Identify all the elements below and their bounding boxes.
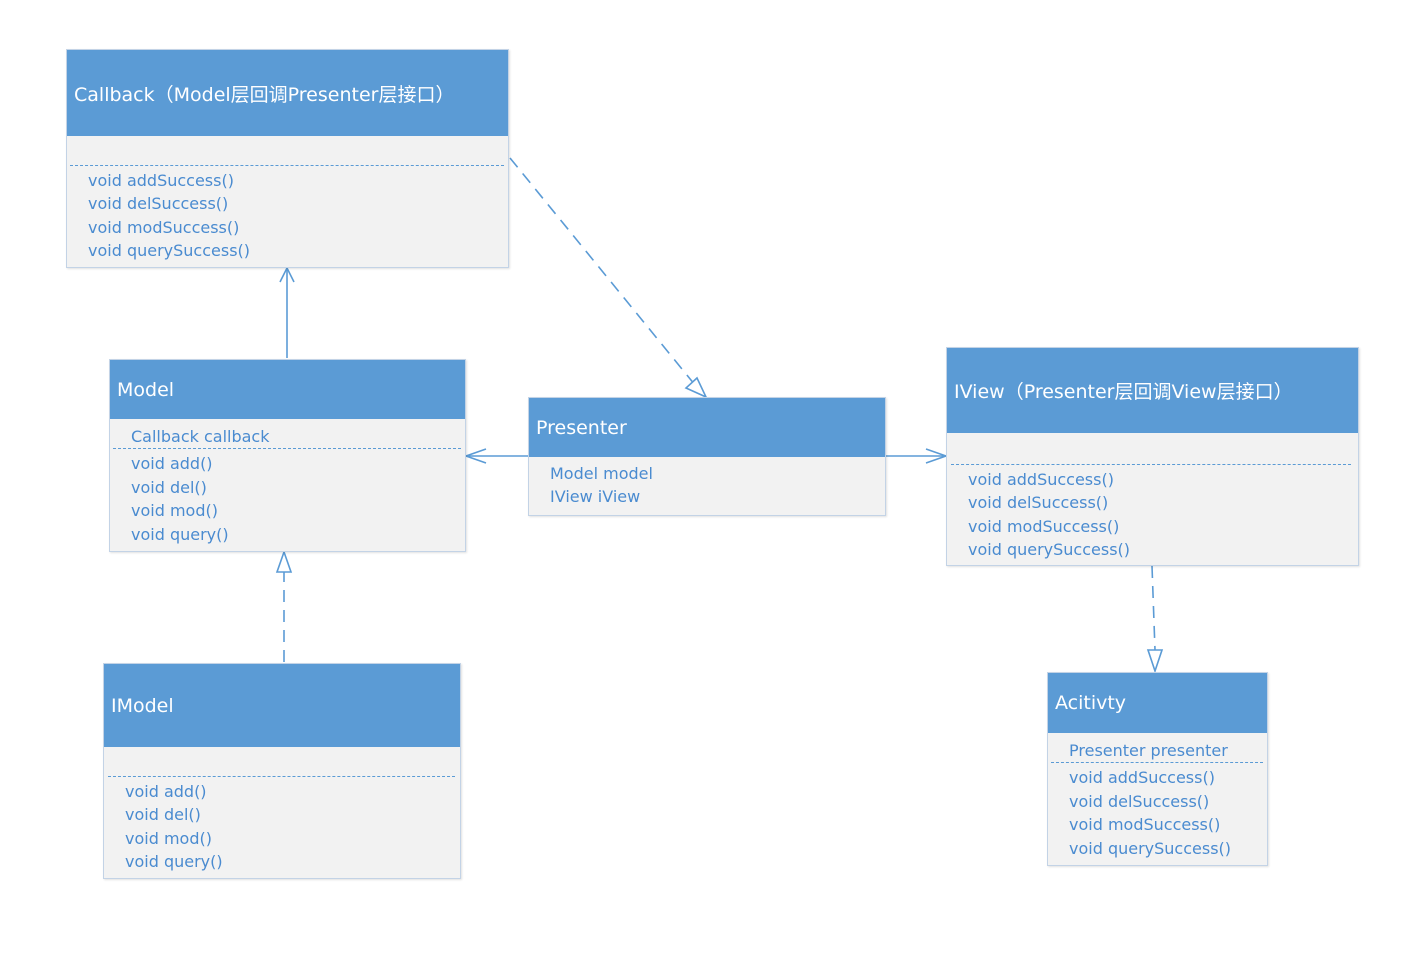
operation: void delSuccess() xyxy=(88,194,229,214)
operation: void querySuccess() xyxy=(88,241,251,261)
compartment-divider xyxy=(113,448,461,450)
operations-compartment: void addSuccess() void delSuccess() void… xyxy=(947,465,1358,562)
class-title: Acitivty xyxy=(1048,673,1267,733)
attributes-compartment xyxy=(67,136,508,165)
operation: void add() xyxy=(131,454,213,474)
class-title: Presenter xyxy=(529,398,885,457)
operation: void mod() xyxy=(125,828,212,848)
attribute: Presenter presenter xyxy=(1069,741,1228,760)
class-body: Callback callback void add() void del() … xyxy=(110,419,465,546)
attributes-compartment: Presenter presenter xyxy=(1048,733,1267,762)
operation: void delSuccess() xyxy=(1069,791,1210,811)
operation: void mod() xyxy=(131,501,218,521)
open-arrowhead xyxy=(279,266,295,283)
operations-compartment: void addSuccess() void delSuccess() void… xyxy=(1048,763,1267,860)
operation: void del() xyxy=(131,477,207,497)
operations-compartment: void add() void del() void mod() void qu… xyxy=(104,777,460,874)
realization-callback-presenter xyxy=(509,157,696,386)
operation: void query() xyxy=(131,524,229,544)
operation: void addSuccess() xyxy=(88,171,234,190)
operation: void modSuccess() xyxy=(968,516,1120,536)
compartment-divider xyxy=(70,165,504,166)
class-body: Model model IView iView xyxy=(529,457,885,509)
open-arrowhead xyxy=(463,448,487,464)
operation: void query() xyxy=(125,852,223,872)
hollow-triangle-head xyxy=(1146,649,1164,674)
operation: void del() xyxy=(125,805,201,825)
class-title: IModel xyxy=(104,664,460,747)
class-body: void addSuccess() void delSuccess() void… xyxy=(67,136,508,263)
compartment-divider xyxy=(951,464,1351,465)
compartment-divider xyxy=(1051,762,1263,764)
attribute: Callback callback xyxy=(131,427,270,446)
class-activity[interactable]: Acitivty Presenter presenter void addSuc… xyxy=(1047,672,1268,866)
attribute: IView iView xyxy=(550,487,641,507)
operation: void add() xyxy=(125,782,207,801)
compartment-divider xyxy=(108,776,455,777)
operation: void addSuccess() xyxy=(1069,768,1215,788)
attributes-compartment: Callback callback xyxy=(110,419,465,448)
class-title: IView（Presenter层回调View层接口） xyxy=(947,348,1358,433)
hollow-triangle-head xyxy=(684,376,708,399)
realization-iview-activity xyxy=(1151,565,1156,651)
class-model[interactable]: Model Callback callback void add() void … xyxy=(109,359,466,552)
operation: void modSuccess() xyxy=(88,217,240,237)
attribute: Model model xyxy=(550,464,653,483)
operation: void delSuccess() xyxy=(968,493,1109,513)
operations-compartment: void addSuccess() void delSuccess() void… xyxy=(67,166,508,263)
class-body: void addSuccess() void delSuccess() void… xyxy=(947,433,1358,562)
operation: void addSuccess() xyxy=(968,470,1114,489)
class-presenter[interactable]: Presenter Model model IView iView xyxy=(528,397,886,516)
open-arrowhead xyxy=(925,448,949,464)
class-body: void add() void del() void mod() void qu… xyxy=(104,747,460,874)
class-title: Callback（Model层回调Presenter层接口） xyxy=(67,50,508,136)
operation: void querySuccess() xyxy=(968,540,1131,560)
attributes-compartment: Model model IView iView xyxy=(529,457,885,509)
hollow-triangle-head xyxy=(275,549,293,573)
class-body: Presenter presenter void addSuccess() vo… xyxy=(1048,733,1267,860)
class-imodel[interactable]: IModel void add() void del() void mod() … xyxy=(103,663,461,879)
operation: void querySuccess() xyxy=(1069,838,1232,858)
class-iview[interactable]: IView（Presenter层回调View层接口） void addSucce… xyxy=(946,347,1359,566)
class-callback[interactable]: Callback（Model层回调Presenter层接口） void addS… xyxy=(66,49,509,268)
operation: void modSuccess() xyxy=(1069,815,1221,835)
attributes-compartment xyxy=(947,433,1358,464)
operations-compartment: void add() void del() void mod() void qu… xyxy=(110,449,465,546)
class-title: Model xyxy=(110,360,465,419)
attributes-compartment xyxy=(104,747,460,776)
